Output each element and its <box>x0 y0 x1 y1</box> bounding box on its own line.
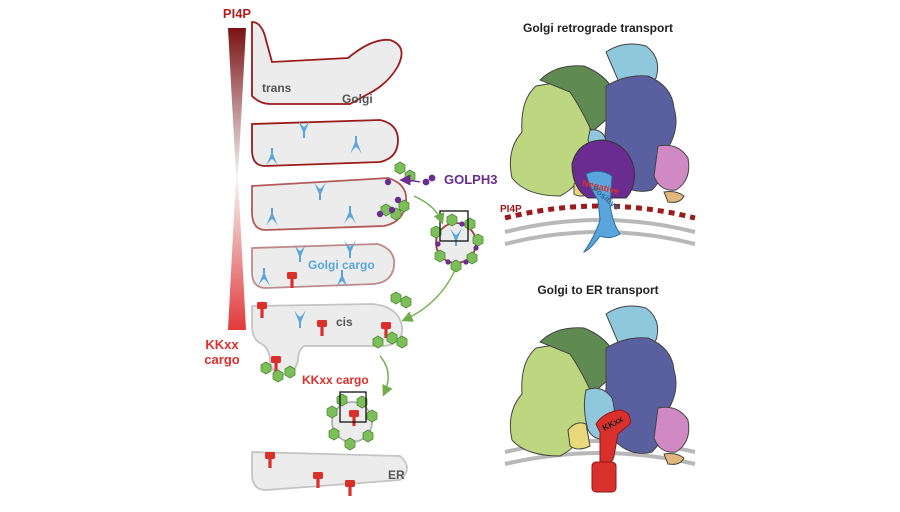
golph3-dot <box>376 210 384 218</box>
copi-coat <box>272 369 284 383</box>
subunit-yellow <box>567 422 591 450</box>
zoom-box-top <box>439 210 469 242</box>
vesicle-kkxx-cargo <box>326 391 378 451</box>
copi-coat <box>390 291 402 305</box>
pi4p-gradient <box>228 28 246 176</box>
panel-golgi-to-er: Golgi to ER transport KKxx <box>504 283 696 493</box>
kkxx-gradient-label-1: KKxx <box>205 337 239 352</box>
cisterna-3 <box>251 177 408 231</box>
kkxx-cargo-icon <box>345 480 355 496</box>
vesicle-golgi-cargo <box>430 210 484 273</box>
pi4p-membrane <box>504 203 696 221</box>
golph3-dot <box>394 196 402 204</box>
label-er: ER <box>388 468 405 482</box>
panel-golgi-retrograde: Golgi retrograde transport PI4P Negative… <box>500 21 696 253</box>
copi-coat <box>284 365 296 379</box>
golph3-protein <box>571 139 635 199</box>
arrow-golph3 <box>399 174 421 186</box>
copi-coat <box>386 331 398 345</box>
label-cis: cis <box>336 315 353 329</box>
golph3-dot <box>384 178 392 186</box>
zoom-box-bottom <box>339 391 367 423</box>
subunit-tan <box>663 453 685 465</box>
cisterna-2 <box>251 119 399 167</box>
cargo-tail <box>582 170 621 253</box>
arrow-to-kkxx-vesicle <box>379 355 393 397</box>
golph3-icon <box>422 178 430 186</box>
golph3-icon <box>428 174 436 182</box>
panel-bottom-title: Golgi to ER transport <box>537 283 658 297</box>
label-golph3: GOLPH3 <box>444 172 497 187</box>
arrow-to-vesicle <box>413 195 445 225</box>
pi4p-gradient-label: PI4P <box>223 6 252 21</box>
subunit-tan <box>663 191 685 203</box>
golph3-dot <box>388 206 396 214</box>
subunit-pink <box>653 406 690 453</box>
gradient-bar: PI4P KKxx cargo <box>204 6 251 367</box>
kkxx-anchor <box>591 461 617 493</box>
copi-coat <box>394 161 406 175</box>
copi-coat <box>396 335 408 349</box>
copi-coat <box>400 295 412 309</box>
label-golgi: Golgi <box>342 92 373 106</box>
copi-coat <box>372 335 384 349</box>
cisterna-trans <box>251 21 403 105</box>
kkxx-gradient-label-2: cargo <box>204 352 239 367</box>
golgi-stack: trans Golgi GOLPH3 Golgi cargo cis KKxx … <box>251 21 497 496</box>
kkxx-gradient <box>228 176 246 330</box>
label-trans: trans <box>262 81 292 95</box>
er-membrane <box>251 451 408 491</box>
copi-coat <box>260 361 272 375</box>
subunit-pink <box>653 144 690 191</box>
arrow-vesicle-to-cis <box>401 267 457 322</box>
pi4p-membrane-label: PI4P <box>500 204 522 215</box>
label-kkxx-cargo: KKxx cargo <box>302 373 369 387</box>
panel-top-title: Golgi retrograde transport <box>523 21 673 35</box>
label-golgi-cargo: Golgi cargo <box>308 258 375 272</box>
